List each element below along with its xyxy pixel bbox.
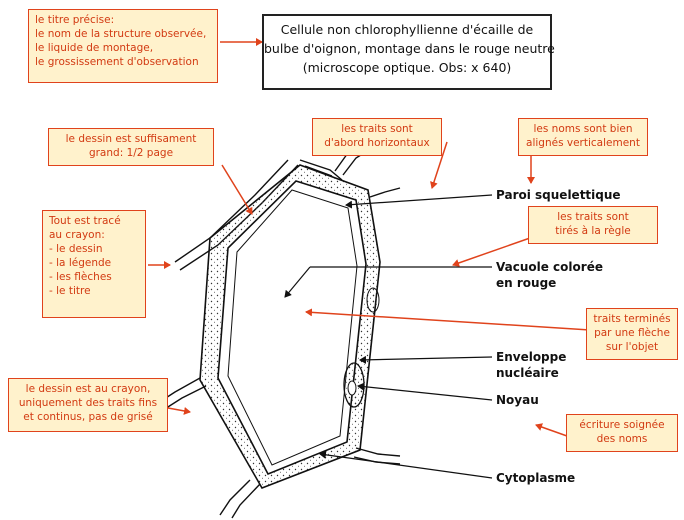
cytoplasm-line (228, 190, 357, 465)
label-line: Vacuole colorée (496, 259, 603, 275)
note-line: le titre précise: (35, 13, 211, 27)
note-line: traits terminés (593, 312, 671, 326)
note-line: des noms (573, 432, 671, 446)
label-vacuole: Vacuole colorée en rouge (496, 259, 603, 291)
note-line: Tout est tracé (49, 214, 139, 228)
note-line: les traits sont (319, 122, 435, 136)
note-line: le grossissement d'observation (35, 55, 211, 69)
label-cytoplasme: Cytoplasme (496, 470, 575, 486)
note-line: tirés à la règle (535, 224, 651, 238)
size-note: le dessin est suffisament grand: 1/2 pag… (48, 128, 214, 166)
fine-lines-note: le dessin est au crayon, uniquement des … (8, 378, 168, 432)
note-line: par une flèche (593, 326, 671, 340)
note-line: le liquide de montage, (35, 41, 211, 55)
label-pointers (285, 195, 492, 478)
note-line: sur l'objet (593, 340, 671, 354)
note-line: au crayon: (49, 228, 139, 242)
note-line: - le titre (49, 284, 139, 298)
note-line: - les flèches (49, 270, 139, 284)
note-line: écriture soignée (573, 418, 671, 432)
title-line: (microscope optique. Obs: x 640) (264, 58, 550, 77)
pencil-note: Tout est tracé au crayon: - le dessin - … (42, 210, 146, 318)
label-noyau: Noyau (496, 392, 539, 408)
label-paroi: Paroi squelettique (496, 187, 621, 203)
arrow-note: traits terminés par une flèche sur l'obj… (586, 308, 678, 360)
ruler-note: les traits sont tirés à la règle (528, 206, 658, 244)
figure-title-box: Cellule non chlorophyllienne d'écaille d… (262, 14, 552, 90)
label-line: en rouge (496, 275, 603, 291)
label-line: Enveloppe (496, 349, 566, 365)
label-line: nucléaire (496, 365, 566, 381)
writing-note: écriture soignée des noms (566, 414, 678, 452)
note-line: les traits sont (535, 210, 651, 224)
title-note: le titre précise: le nom de la structure… (28, 9, 218, 83)
note-line: les noms sont bien (525, 122, 641, 136)
note-line: uniquement des traits fins (15, 396, 161, 410)
note-line: le dessin est au crayon, (15, 382, 161, 396)
title-line: Cellule non chlorophyllienne d'écaille d… (264, 20, 550, 39)
note-line: le nom de la structure observée, (35, 27, 211, 41)
lines-note: les traits sont d'abord horizontaux (312, 118, 442, 156)
note-line: d'abord horizontaux (319, 136, 435, 150)
note-line: - le dessin (49, 242, 139, 256)
note-line: le dessin est suffisament (55, 132, 207, 146)
title-line: bulbe d'oignon, montage dans le rouge ne… (264, 39, 550, 58)
names-note: les noms sont bien alignés verticalement (518, 118, 648, 156)
note-line: grand: 1/2 page (55, 146, 207, 160)
note-line: - la légende (49, 256, 139, 270)
note-line: alignés verticalement (525, 136, 641, 150)
label-enveloppe: Enveloppe nucléaire (496, 349, 566, 381)
note-line: et continus, pas de grisé (15, 410, 161, 424)
cell-wall (200, 165, 380, 488)
